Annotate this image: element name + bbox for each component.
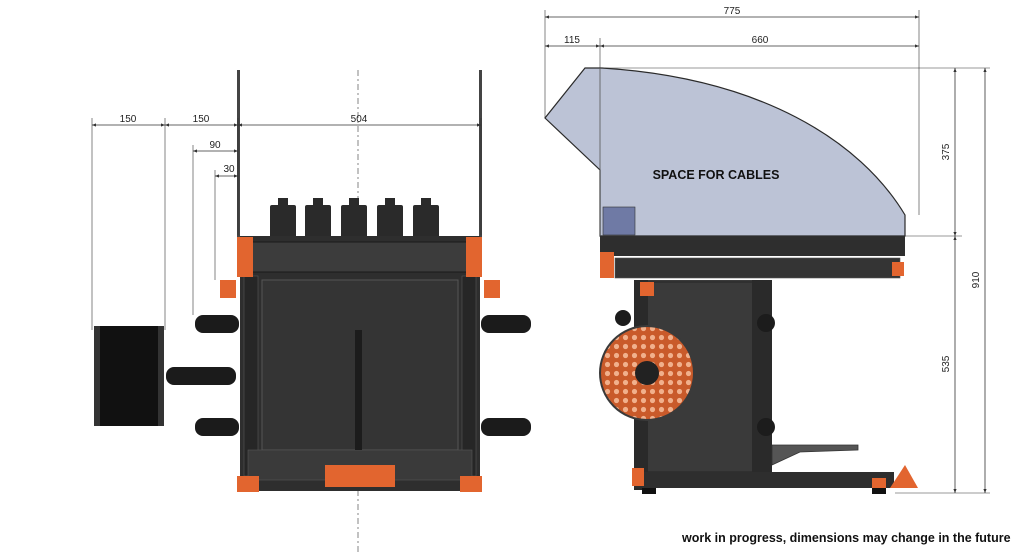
dim-text-total-depth: 775 [724,6,741,17]
side-extension-lines [544,10,990,494]
front-spool [94,326,164,426]
dim-text-base-height: 535 [941,355,952,372]
side-bottom-bar [634,472,894,488]
front-extension-lines [91,118,482,330]
dim-text-holder: 150 [193,114,210,125]
side-tray [771,444,859,466]
dim-text-30: 30 [223,164,235,175]
side-top-beam [600,236,905,256]
side-view: SPACE FOR CABLES [544,6,990,494]
front-side-left [243,275,259,477]
side-spool-hub [635,361,659,385]
side-wheel-front [615,310,631,326]
side-enclosure [544,67,906,237]
dim-text-frame-width: 504 [351,114,368,125]
front-right-post [479,70,482,240]
footnote: work in progress, dimensions may change … [682,531,1011,545]
side-wheel-upper [757,314,775,332]
side-foot-front [642,488,656,494]
front-view: 150 150 504 90 30 [91,70,531,555]
dim-text-spool: 150 [120,114,137,125]
dim-text-90: 90 [209,140,221,151]
front-side-right [461,275,477,477]
dim-text-front-overhang: 115 [564,35,580,46]
side-top-rail [614,257,901,279]
front-leadscrew [355,330,362,450]
dim-text-body-depth: 660 [752,35,769,46]
front-filament-holders [166,315,531,436]
side-rear-column [752,280,772,478]
side-orange-brackets [600,252,918,488]
dim-text-enclosure-height: 375 [941,143,952,160]
front-frame-gantry [247,241,473,273]
enclosure-box [602,206,636,236]
front-left-post [237,70,240,240]
toolheads [270,198,439,241]
dim-text-total-height: 910 [971,271,982,288]
front-orange-brackets [220,237,500,492]
enclosure-label: SPACE FOR CABLES [653,168,780,182]
side-foot-rear [872,488,886,494]
side-wheel-lower [757,418,775,436]
